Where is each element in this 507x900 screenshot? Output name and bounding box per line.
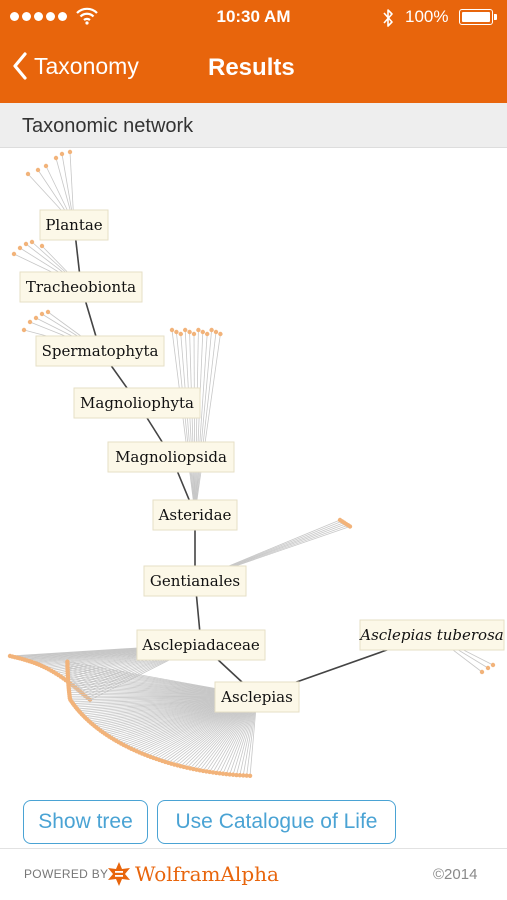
network-node[interactable]: Asclepias tuberosa [358,619,505,651]
nav-bar: Taxonomy Results [0,36,507,103]
network-node[interactable]: Magnoliopsida [107,441,235,473]
network-node-label: Gentianales [150,572,240,590]
network-node[interactable]: Asclepias [214,681,300,713]
leaf-dot [17,245,23,251]
leaf-dot [230,772,236,777]
leaf-dot [67,149,73,155]
leaf-dot [224,771,229,777]
network-node-label: Asteridae [158,506,232,524]
network-node-label: Magnoliophyta [80,394,194,412]
leaf-dot [196,327,201,333]
taxonomic-network[interactable]: PlantaeTracheobiontaSpermatophytaMagnoli… [0,148,507,788]
status-time: 10:30 AM [216,7,291,26]
wifi-icon [76,7,98,25]
use-catalogue-of-life-button[interactable]: Use Catalogue of Life [157,800,396,844]
leaf-dot [241,773,246,778]
leaf-dot [21,327,27,333]
leaf-dot [29,239,35,245]
network-node-label: Spermatophyta [42,342,159,360]
leaf-dot [213,329,219,335]
leaf-dot [200,329,205,335]
leaf-dot [490,662,496,668]
leaf-dot [204,769,209,774]
leaf-dot [205,331,210,337]
battery-nub [494,14,497,20]
network-node[interactable]: Plantae [39,209,109,241]
network-node[interactable]: Spermatophyta [35,335,165,367]
network-node-label: Tracheobionta [26,278,136,296]
leaf-dot [191,331,197,337]
chevron-left-icon [13,52,27,80]
network-node[interactable]: Gentianales [143,565,247,597]
leaf-dot [11,251,17,257]
back-button[interactable]: Taxonomy [12,52,139,80]
leaf-dot [220,771,226,776]
leaf-dot [53,155,59,161]
bluetooth-icon [383,9,393,27]
battery-icon [459,9,493,25]
network-node[interactable]: Tracheobionta [19,271,143,303]
leaf-dot [45,309,51,315]
leaf-dot [169,327,175,333]
leaf-dot [347,524,353,529]
leaf-dot [479,669,485,675]
leaf-dot [35,167,41,173]
leaf-dot [59,151,65,157]
leaf-dot [178,331,183,337]
wolframalpha-brand: WolframAlpha [135,862,279,886]
page-title: Results [208,54,295,81]
network-node[interactable]: Magnoliophyta [73,387,201,419]
leaf-dot [23,241,29,247]
leaf-dot [227,772,232,777]
network-node[interactable]: Asclepiadaceae [136,629,266,661]
network-node-label: Magnoliopsida [115,448,227,466]
leaf-dot [200,768,206,774]
leaf-dot [39,311,45,317]
leaf-dot [234,772,239,778]
battery-percentage: 100% [405,7,449,26]
leaf-dot [25,171,31,177]
leaf-dot [247,773,253,778]
copyright-text: ©2014 [433,866,478,883]
network-node-label: Asclepiadaceae [141,636,260,654]
network-node-label: Plantae [45,216,102,234]
leaf-dot [27,319,33,325]
leaf-dot [244,773,249,778]
leaf-dot [218,331,223,337]
leaf-dot [43,163,49,169]
leaf-dot [210,770,216,775]
powered-by-label: POWERED BY [24,867,109,881]
leaf-dot [209,327,214,333]
leaf-dot [217,771,222,776]
leaf-dot [187,329,192,335]
network-node-label: Asclepias tuberosa [358,626,503,644]
network-nodes: PlantaeTracheobiontaSpermatophytaMagnoli… [19,209,505,713]
leaf-dot [237,773,243,778]
leaf-dot [65,659,70,664]
signal-strength-icon [10,12,67,21]
leaf-dot [174,329,179,335]
back-label: Taxonomy [34,52,139,79]
app-header: 10:30 AM 100% Taxonomy Results [0,0,507,103]
network-node[interactable]: Asteridae [152,499,238,531]
section-header: Taxonomic network [0,103,507,148]
status-bar: 10:30 AM 100% [0,0,507,36]
show-tree-button[interactable]: Show tree [23,800,148,844]
leaf-dot [214,770,219,776]
leaf-dot [485,665,491,671]
leaf-dot [39,243,45,249]
leaf-dot [33,315,39,321]
leaf-dot [207,769,212,775]
section-title: Taxonomic network [22,115,194,137]
network-node-label: Asclepias [220,688,293,706]
wolframalpha-logo-icon [108,862,130,886]
leaf-dot [183,327,188,333]
footer: POWERED BY WolframAlpha ©2014 [0,848,507,900]
